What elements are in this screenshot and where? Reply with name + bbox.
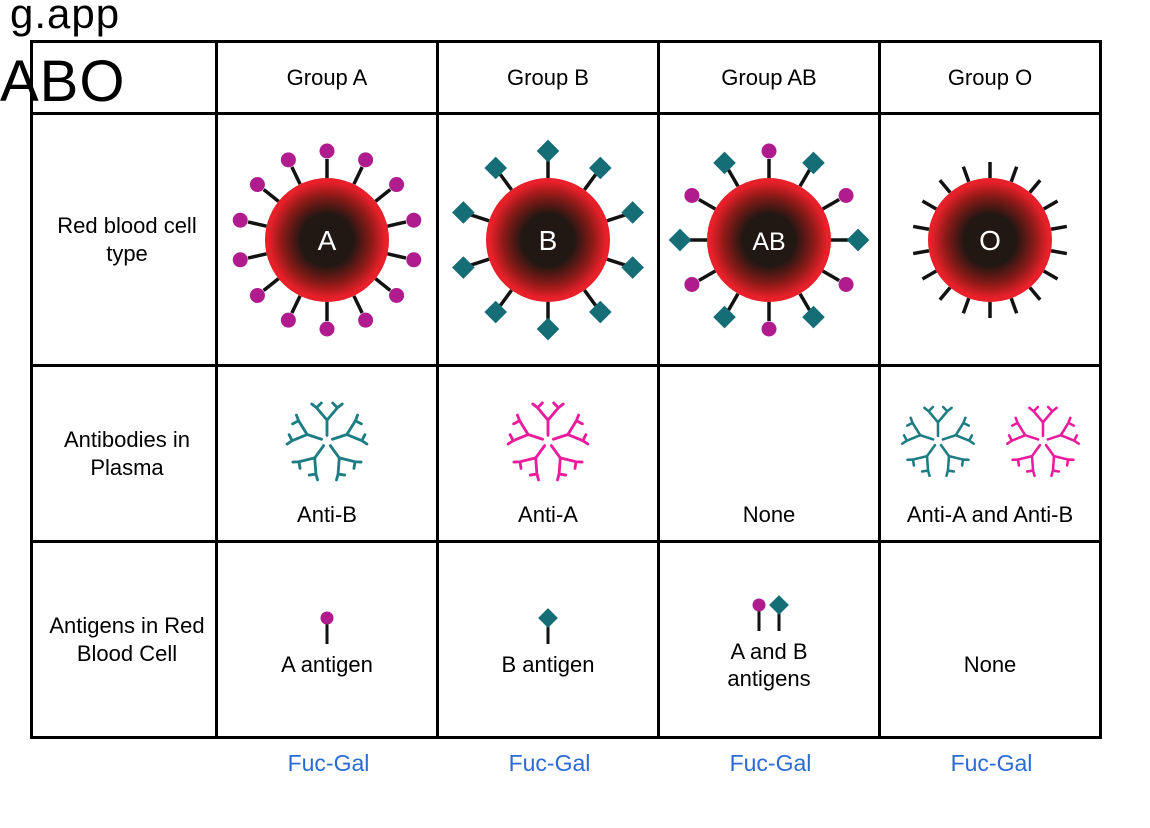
cell-antibodies-group-ab: None [657,364,881,543]
blank-corner-cell [30,40,218,115]
row-red-blood-cell-type: Red blood cell type A B AB [30,112,1102,367]
red-blood-cell-o-figure: O [881,115,1099,364]
antigen-label-group-o: None [963,652,1017,678]
column-header-group-a: Group A [215,40,439,115]
cell-rbc-group-ab: AB [657,112,881,367]
top-text-fragment: g.app [10,0,121,37]
red-blood-cell-a-figure: A [218,115,436,364]
row-antibodies-in-plasma: Antibodies in Plasma Anti-B [30,364,1102,543]
fuc-gal-label-group-b: Fuc-Gal [508,750,591,776]
row-header-antibodies-in-plasma: Antibodies in Plasma [30,364,218,543]
fuc-gal-label-group-a: Fuc-Gal [287,750,370,776]
anti-a-and-anti-b-antibody-figure [883,382,1098,500]
antigen-label-group-ab: A and B antigens [727,639,811,691]
red-blood-cell-b-figure: B [439,115,657,364]
abo-table: Group A Group B Group AB Group O Red blo… [30,40,1102,739]
cell-antigens-group-ab: A and B antigens [657,540,881,739]
fuc-gal-label-group-ab: Fuc-Gal [729,750,812,776]
cell-antibodies-group-b: Anti-A [436,364,660,543]
column-header-group-o: Group O [878,40,1102,115]
cell-antibodies-group-o: Anti-A and Anti-B [878,364,1102,543]
b-antigen-figure [508,600,588,648]
a-antigen-figure [287,600,367,648]
row-antigens-in-red-blood-cell: Antigens in Red Blood Cell A antigen B a… [30,540,1102,739]
antigen-label-group-a: A antigen [281,652,373,678]
column-header-group-ab: Group AB [657,40,881,115]
a-and-b-antigen-figure [729,587,809,635]
footer-annotations: Fuc-Gal Fuc-Gal Fuc-Gal Fuc-Gal [218,750,1102,777]
antibody-label-group-a: Anti-B [297,501,357,527]
fuc-gal-label-group-o: Fuc-Gal [950,750,1033,776]
cell-rbc-group-o: O [878,112,1102,367]
svg-text:O: O [979,225,1001,256]
cell-antigens-group-o: None [878,540,1102,739]
antibody-label-group-b: Anti-A [518,501,578,527]
antigen-label-group-b: B antigen [501,652,595,678]
anti-a-antibody-figure [468,382,628,500]
cell-rbc-group-b: B [436,112,660,367]
row-header-red-blood-cell-type: Red blood cell type [30,112,218,367]
cell-rbc-group-a: A [215,112,439,367]
antibody-label-group-ab: None [742,501,796,527]
cell-antigens-group-b: B antigen [436,540,660,739]
antibody-label-group-o: Anti-A and Anti-B [906,501,1074,527]
cell-antibodies-group-a: Anti-B [215,364,439,543]
svg-text:AB: AB [752,228,785,256]
red-blood-cell-ab-figure: AB [660,115,878,364]
row-header-antigens-in-rbc: Antigens in Red Blood Cell [30,540,218,739]
column-header-row: Group A Group B Group AB Group O [30,40,1102,115]
cell-antigens-group-a: A antigen [215,540,439,739]
column-header-group-b: Group B [436,40,660,115]
anti-b-antibody-figure [247,382,407,500]
svg-text:A: A [318,225,337,256]
svg-text:B: B [539,225,558,256]
